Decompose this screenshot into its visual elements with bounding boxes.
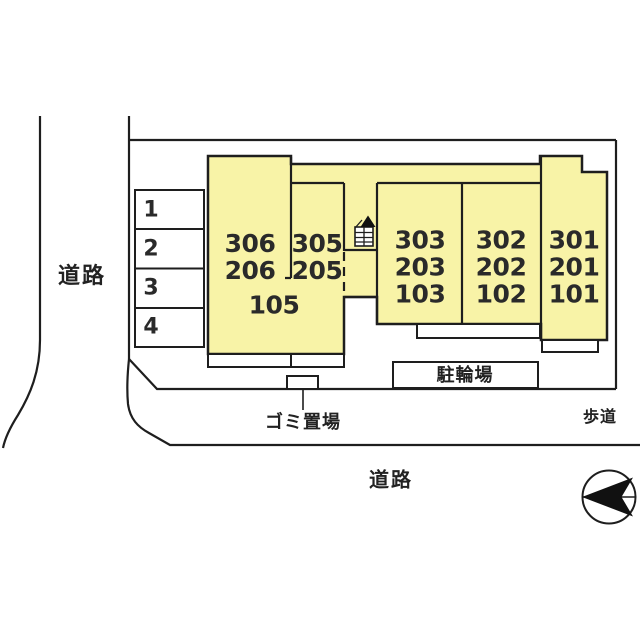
road-south-label: 道路 [369,467,413,492]
unit-label-306-206: 306 206 [225,230,276,284]
site-south-boundary-line [128,358,616,391]
unit-number: 203 [394,252,446,282]
parking-space-2-label: 2 [143,236,159,262]
unit-number: 102 [475,279,527,309]
wall-306-305 [285,157,293,280]
unit-number: 205 [291,256,343,285]
unit-number: 206 [224,256,276,285]
parking-dividers [135,228,204,309]
unit-label-303-203-103: 303 203 103 [395,227,446,308]
porch-step-east [541,339,599,353]
sidewalk-south-edge-line [126,358,640,447]
garbage-area-box [286,375,319,390]
building-interior-walls [285,156,543,340]
unit-number: 306 [224,229,276,258]
bicycle-parking-label: 駐輪場 [436,365,494,386]
porch-step-center [416,323,541,339]
boundary-lines [1,116,640,449]
road-west-label: 道路 [57,264,107,289]
compass-icon [581,469,637,525]
parking-space-1-label: 1 [143,197,159,223]
unit-number: 103 [394,279,446,309]
building-outline [206,154,609,356]
unit-number: 302 [475,225,527,255]
bicycle-parking-box [392,361,539,389]
unit-number: 201 [548,252,600,282]
unit-label-302-202-102: 302 202 102 [476,227,527,308]
unit-number: 202 [475,252,527,282]
parking-space-4-label: 4 [143,314,159,340]
unit-label-301-201-101: 301 201 101 [549,227,600,308]
unit-label-105: 105 [249,292,300,319]
unit-number: 305 [291,229,343,258]
parking-space-3-label: 3 [143,275,159,301]
unit-number: 301 [548,225,600,255]
porch-step-west-a [207,353,292,368]
road-west-boundary-line [1,116,42,449]
unit-number: 303 [394,225,446,255]
sidewalk-label: 歩道 [582,407,618,426]
unit-number: 101 [548,279,600,309]
garbage-area-label: ゴミ置場 [265,412,341,433]
unit-label-305-205: 305 205 [292,230,343,284]
parking-grid [134,189,205,348]
porch-steps [207,323,599,368]
stairs-icon [354,215,376,247]
porch-step-west-b [290,353,345,368]
unit-number: 105 [248,290,300,320]
